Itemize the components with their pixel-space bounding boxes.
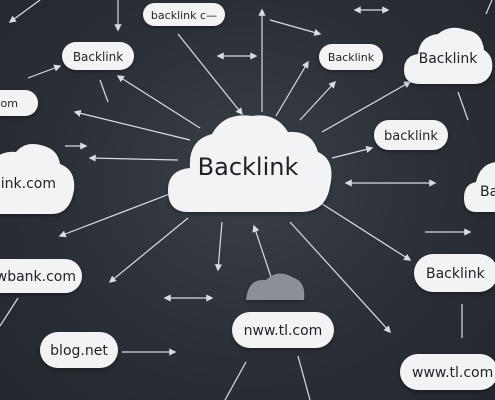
arrow-line: [58, 189, 181, 238]
right-pill-mid-label: backlink: [384, 129, 438, 144]
right-pill-low-node: Backlink: [414, 254, 495, 292]
left-pill-mid-node: mwbank.com: [0, 259, 82, 293]
arrow-line: [299, 80, 336, 121]
arrow-line: [8, 0, 41, 23]
top-right-cloud-node: Backlink: [404, 27, 493, 84]
top-left-pill-node: Backlink: [62, 42, 134, 70]
top-pill-node: backlink c—: [143, 3, 225, 26]
arrow-line: [315, 199, 412, 261]
arrow-line: [73, 109, 191, 141]
arrow-line: [0, 297, 19, 327]
top-pill-label: backlink c—: [151, 9, 217, 22]
bottom-right-pill-node: www.tl.com: [400, 354, 495, 390]
bottom-left-pill-label: blog.net: [50, 343, 108, 359]
center-label: Backlink: [198, 153, 299, 181]
arrow-line: [289, 221, 391, 334]
arrow-line: [331, 145, 374, 159]
arrow-line: [108, 217, 189, 283]
arrow-line: [224, 361, 247, 400]
arrow-line: [485, 0, 493, 15]
top-mid-right-pill-node: Backlink: [319, 44, 383, 70]
center-cloud: Backlink: [168, 115, 332, 212]
right-edge-cloud-label: Ba: [480, 184, 495, 200]
top-left-pill-label: Backlink: [73, 50, 123, 64]
right-pill-mid-node: backlink: [374, 120, 448, 150]
left-pill-mid-label: mwbank.com: [0, 269, 76, 285]
left-cloud-node: klink.com: [0, 144, 75, 214]
left-cloud-label: klink.com: [0, 176, 56, 192]
arrow-line: [321, 81, 412, 133]
arrow-line: [27, 64, 62, 79]
arrow-line: [457, 91, 469, 121]
bottom-center-cloud-label: nww.tl.com: [244, 323, 323, 339]
bottom-right-pill-label: www.tl.com: [412, 365, 493, 381]
top-mid-right-pill-label: Backlink: [328, 51, 375, 64]
bottom-left-pill-node: blog.net: [40, 332, 118, 368]
top-right-cloud-label: Backlink: [419, 51, 479, 67]
right-pill-low-label: Backlink: [426, 266, 486, 282]
arrow-line: [275, 60, 309, 117]
left-pill-top-node: nk.com: [0, 90, 38, 116]
bottom-center-cloud-node: nww.tl.com: [232, 273, 334, 348]
right-edge-cloud-node: Ba: [464, 162, 495, 212]
arrow-line: [116, 75, 201, 129]
arrow-line: [88, 154, 179, 162]
arrow-line: [214, 221, 223, 272]
left-pill-top-label: nk.com: [0, 97, 18, 110]
arrow-line: [177, 33, 243, 116]
arrow-line: [297, 355, 311, 400]
arrow-line: [99, 79, 109, 103]
arrow-line: [269, 19, 322, 36]
